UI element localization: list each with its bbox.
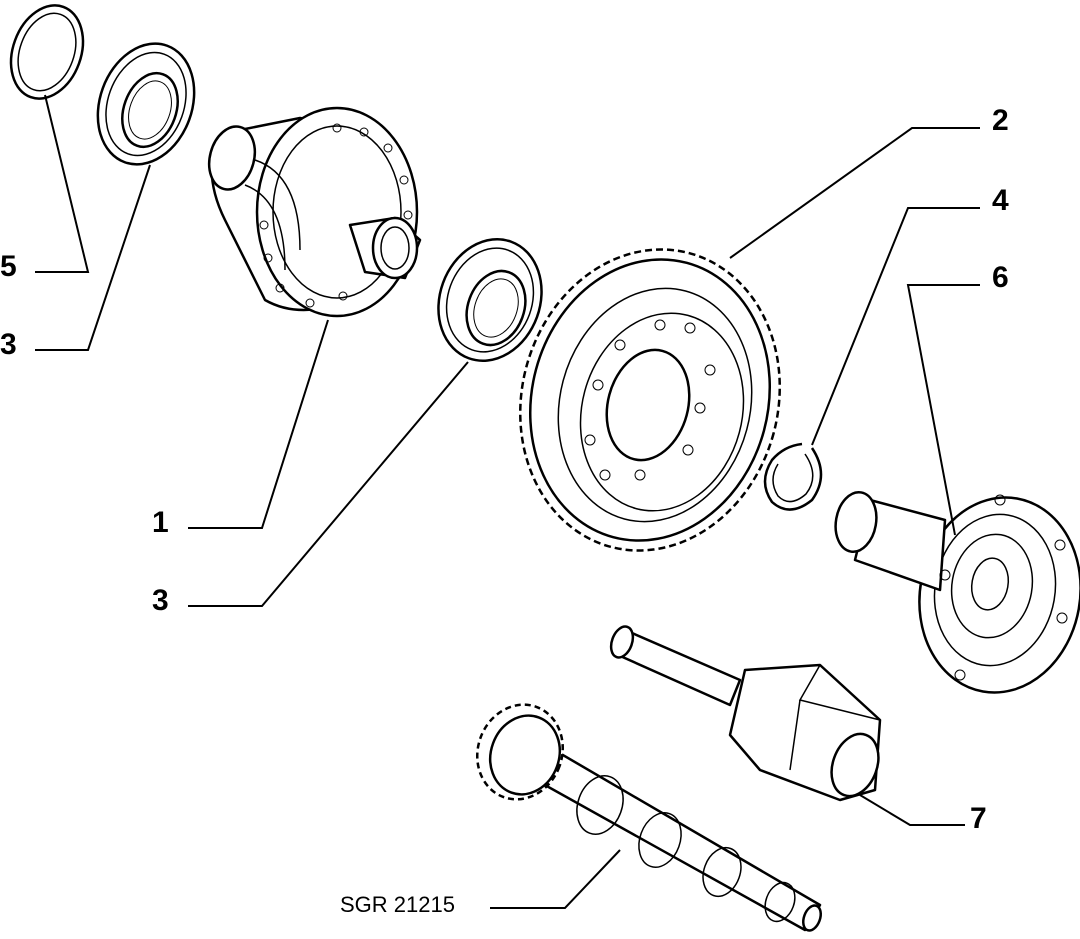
leader-ref xyxy=(490,849,621,909)
main-shaft-part xyxy=(476,703,822,932)
leader-4 xyxy=(811,207,980,446)
leader-6 xyxy=(906,284,980,536)
leader-3-middle xyxy=(188,361,469,607)
callout-1: 1 xyxy=(152,506,169,539)
leader-1 xyxy=(188,319,329,529)
flange-shaft-part xyxy=(834,491,1080,694)
callout-7: 7 xyxy=(970,802,987,835)
cv-joint-shaft-part xyxy=(609,625,882,802)
differential-housing-part xyxy=(207,106,422,318)
leader-7 xyxy=(859,794,965,826)
callout-3-top: 3 xyxy=(0,328,17,361)
bearing-middle-part xyxy=(437,238,543,362)
leader-3-top xyxy=(35,164,151,351)
callout-3-middle: 3 xyxy=(152,584,169,617)
reference-code-label: SGR 21215 xyxy=(340,892,455,917)
callout-5: 5 xyxy=(0,250,17,283)
leader-lines xyxy=(35,94,980,909)
leader-5 xyxy=(35,94,90,273)
callout-2: 2 xyxy=(992,104,1009,137)
ring-gear-part xyxy=(519,248,781,552)
callout-6: 6 xyxy=(992,261,1009,294)
seal-ring-part xyxy=(9,4,85,100)
snap-ring-part xyxy=(763,442,823,511)
leader-2 xyxy=(729,127,980,259)
bearing-top-part xyxy=(96,42,196,166)
callout-4: 4 xyxy=(992,184,1009,217)
